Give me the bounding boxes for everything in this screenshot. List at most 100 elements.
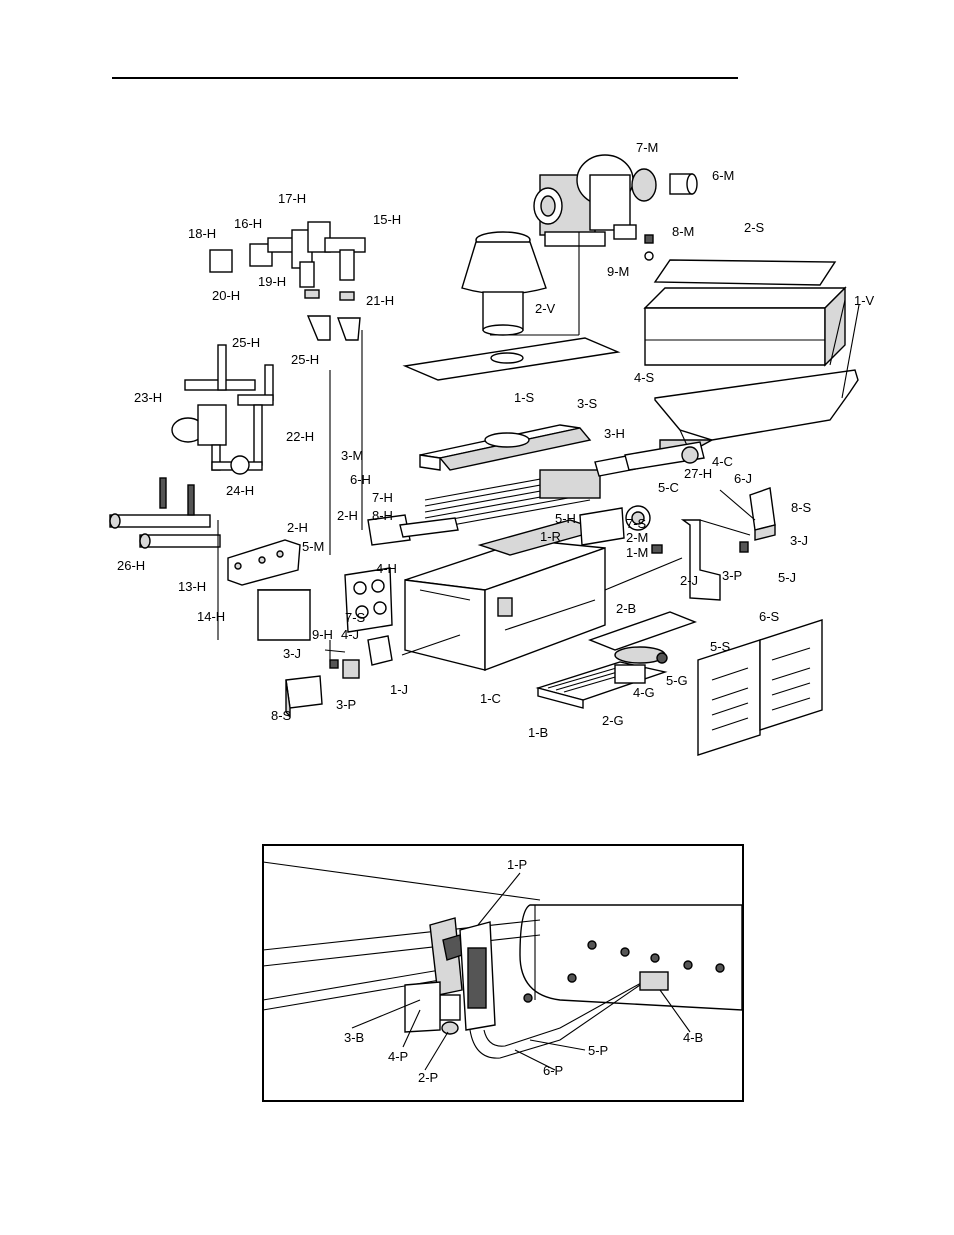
panel-5s — [697, 639, 761, 756]
label: 3-J — [283, 646, 301, 661]
label: 8-M — [672, 224, 694, 239]
exploded-labels: 7-M 6-M 2-S 8-M 9-M 1-V 17-H 16-H 15-H 1… — [117, 140, 875, 740]
label: 9-H — [312, 627, 333, 642]
label: 3-S — [577, 396, 598, 411]
shield-3s — [419, 424, 592, 471]
bracket-8s-right — [739, 487, 776, 553]
motor-2m — [625, 505, 663, 554]
leader-lines — [217, 232, 860, 656]
label: 5-J — [778, 570, 796, 585]
label: 15-H — [373, 212, 401, 227]
pilot-assembly — [404, 917, 496, 1035]
label: 1-V — [854, 293, 875, 308]
label: 25-H — [291, 352, 319, 367]
label: 3-M — [341, 448, 363, 463]
label: 5-P — [588, 1043, 608, 1058]
label: 8-S — [791, 500, 812, 515]
label: 23-H — [134, 390, 162, 405]
label: 3-H — [604, 426, 625, 441]
hood-4s — [654, 369, 859, 453]
burner-2b — [588, 611, 697, 684]
label: 2-B — [616, 601, 636, 616]
exploded-view: 7-M 6-M 2-S 8-M 9-M 1-V 17-H 16-H 15-H 1… — [109, 140, 875, 756]
label: 3-P — [336, 697, 356, 712]
label: 2-V — [535, 301, 556, 316]
label: 13-H — [178, 579, 206, 594]
label: 16-H — [234, 216, 262, 231]
detail-leaders — [351, 872, 691, 1071]
label: 7-S — [626, 516, 647, 531]
label: 18-H — [188, 226, 216, 241]
label: 4-C — [712, 454, 733, 469]
label: 4-G — [633, 685, 655, 700]
label: 4-J — [341, 627, 359, 642]
label: 9-M — [607, 264, 629, 279]
plate-1s — [402, 337, 621, 381]
burner-tube — [519, 904, 743, 1011]
label: 6-M — [712, 168, 734, 183]
label: 14-H — [197, 609, 225, 624]
junction-1j-assembly — [324, 635, 393, 679]
label: 5-H — [555, 511, 576, 526]
label: 21-H — [366, 293, 394, 308]
label: 2-H — [337, 508, 358, 523]
header-3h — [594, 441, 705, 477]
header-5h — [579, 507, 625, 546]
piping-assembly-23h — [171, 344, 274, 475]
label: 2-S — [744, 220, 765, 235]
label: 2-P — [418, 1070, 438, 1085]
label: 8-S — [271, 708, 292, 723]
label: 1-S — [514, 390, 535, 405]
label: 4-P — [388, 1049, 408, 1064]
label: 1-C — [480, 691, 501, 706]
label: 7-M — [636, 140, 658, 155]
label: 20-H — [212, 288, 240, 303]
label: 5-S — [710, 639, 731, 654]
label: 19-H — [258, 274, 286, 289]
label: 5-G — [666, 673, 688, 688]
bracket-8s-lower — [285, 675, 323, 718]
label: 1-B — [528, 725, 548, 740]
label: 3-B — [344, 1030, 364, 1045]
label: 1-R — [540, 529, 561, 544]
label: 24-H — [226, 483, 254, 498]
detail-labels: 1-P 3-B 4-P 2-P 5-P 6-P 4-B — [344, 857, 703, 1085]
label: 5-C — [658, 480, 679, 495]
blower-assembly — [533, 154, 698, 261]
label: 6-S — [759, 609, 780, 624]
label: 6-P — [543, 1063, 563, 1078]
label: 1-J — [390, 682, 408, 697]
junction-box-2j — [680, 519, 721, 601]
label: 17-H — [278, 191, 306, 206]
label: 27-H — [684, 466, 712, 481]
label: 1-M — [626, 545, 648, 560]
header-2h-lower — [227, 539, 301, 586]
flue-2v — [461, 231, 547, 336]
valve-assembly-15h — [209, 221, 366, 341]
label: 2-H — [287, 520, 308, 535]
pipes-26h — [109, 477, 221, 549]
label: 4-S — [634, 370, 655, 385]
top-cover-2s — [653, 259, 837, 286]
label: 7-H — [372, 490, 393, 505]
combustion-chamber-1c — [404, 519, 606, 672]
label: 22-H — [286, 429, 314, 444]
label: 4-B — [683, 1030, 703, 1045]
vent-box-1v — [643, 286, 847, 367]
label: 6-J — [734, 471, 752, 486]
label: 26-H — [117, 558, 145, 573]
label: 25-H — [232, 335, 260, 350]
label: 6-H — [350, 472, 371, 487]
label: 7-S — [345, 610, 366, 625]
label: 3-J — [790, 533, 808, 548]
gas-tubes — [469, 971, 669, 1059]
label: 2-J — [680, 573, 698, 588]
label: 3-P — [722, 568, 742, 583]
pilot-detail-view: 1-P 3-B 4-P 2-P 5-P 6-P 4-B — [262, 844, 744, 1102]
gasket-7s-left — [257, 589, 311, 641]
label: 4-H — [376, 561, 397, 576]
label: 1-P — [507, 857, 527, 872]
label: 5-M — [302, 539, 324, 554]
label: 8-H — [372, 508, 393, 523]
